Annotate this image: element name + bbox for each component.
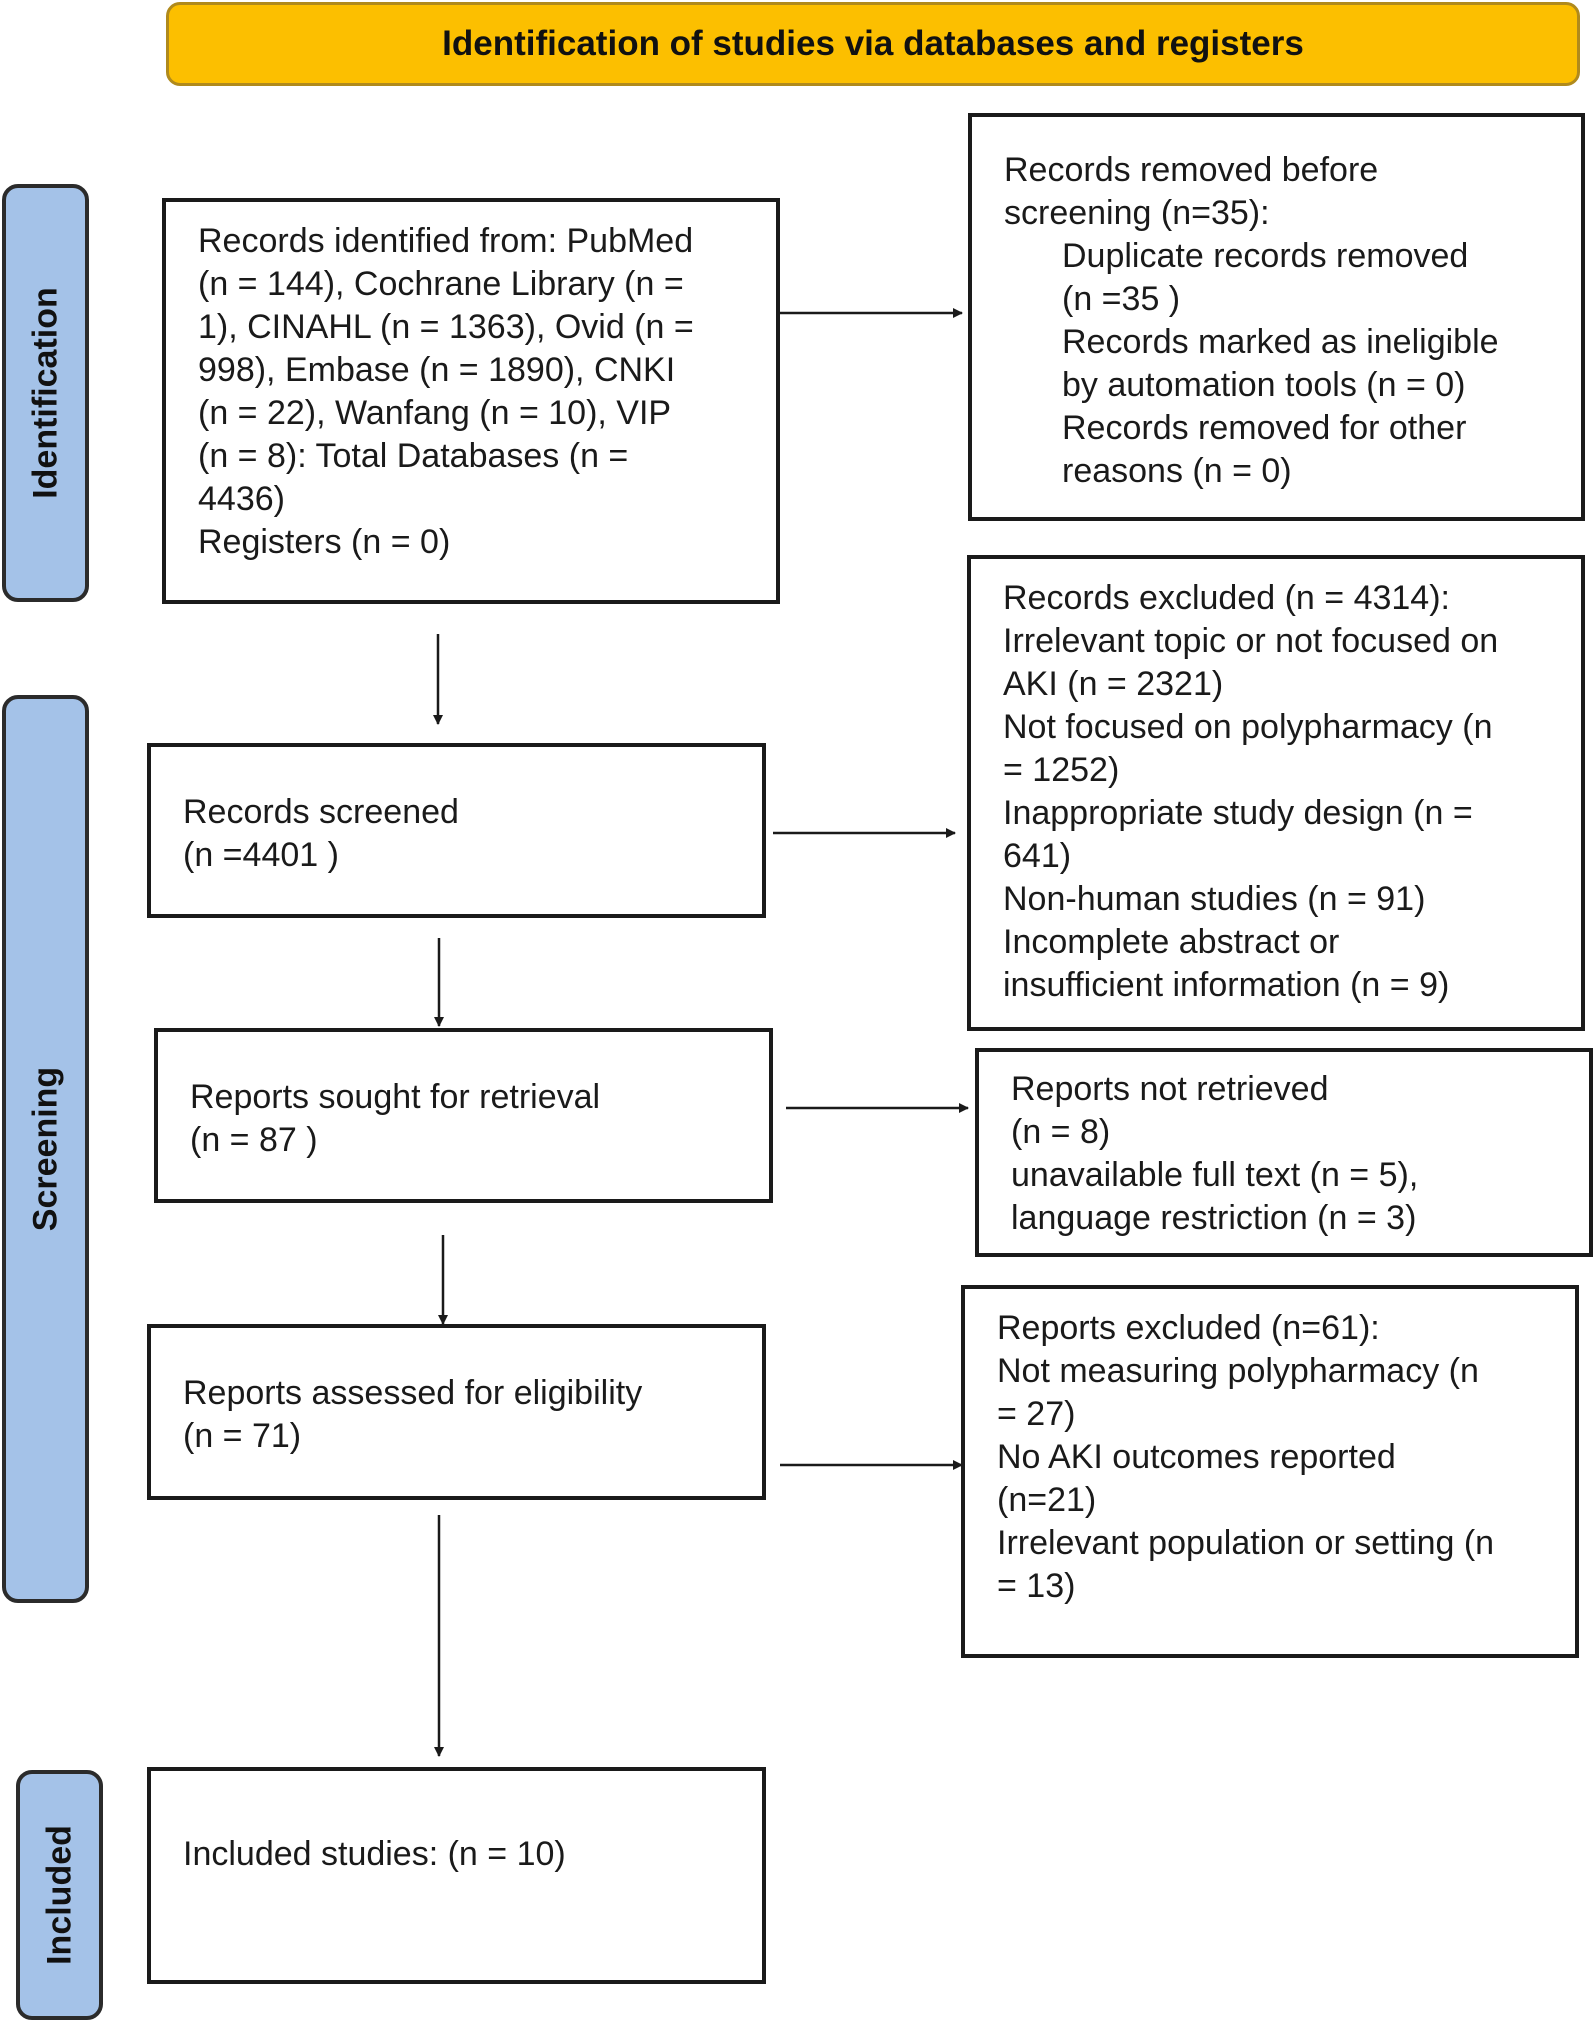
reports-not-retrieved-box: Reports not retrieved (n = 8) unavailabl… xyxy=(975,1048,1593,1257)
phase-identification: Identification xyxy=(2,184,89,602)
records-removed-line: screening (n=35): xyxy=(1004,194,1270,232)
reports-excluded-line: = 27) xyxy=(997,1395,1076,1433)
included-studies-box: Included studies: (n = 10) xyxy=(147,1767,766,1984)
records-excluded-line: insufficient information (n = 9) xyxy=(1003,966,1450,1004)
records-excluded-line: Inappropriate study design (n = xyxy=(1003,794,1473,832)
records-excluded-line: AKI (n = 2321) xyxy=(1003,665,1224,703)
records-excluded-line: Irrelevant topic or not focused on xyxy=(1003,622,1499,660)
reports-excluded-line: Not measuring polypharmacy (n xyxy=(997,1352,1479,1390)
reports-sought-line: Reports sought for retrieval xyxy=(190,1078,601,1116)
records-removed-line: reasons (n = 0) xyxy=(1062,452,1292,490)
reports-not-retrieved-line: Reports not retrieved xyxy=(1011,1070,1329,1108)
reports-sought-box: Reports sought for retrieval (n = 87 ) xyxy=(154,1028,773,1203)
records-identified-box: Records identified from: PubMed (n = 144… xyxy=(162,198,780,604)
reports-excluded-line: (n=21) xyxy=(997,1481,1097,1519)
reports-not-retrieved-line: language restriction (n = 3) xyxy=(1011,1199,1417,1237)
records-identified-line: Registers (n = 0) xyxy=(198,523,451,561)
records-identified-line: 4436) xyxy=(198,480,285,518)
records-screened-line: (n =4401 ) xyxy=(183,836,339,874)
reports-assessed-line: (n = 71) xyxy=(183,1417,302,1455)
records-removed-line: (n =35 ) xyxy=(1062,280,1181,318)
flow-header: Identification of studies via databases … xyxy=(166,2,1580,86)
records-screened-line: Records screened xyxy=(183,793,459,831)
records-excluded-line: = 1252) xyxy=(1003,751,1120,789)
reports-not-retrieved-line: (n = 8) xyxy=(1011,1113,1111,1151)
reports-sought-line: (n = 87 ) xyxy=(190,1121,318,1159)
included-studies-line: Included studies: (n = 10) xyxy=(183,1835,566,1873)
reports-excluded-line: Reports excluded (n=61): xyxy=(997,1309,1380,1347)
records-excluded-line: 641) xyxy=(1003,837,1072,875)
records-identified-line: (n = 144), Cochrane Library (n = xyxy=(198,265,684,303)
reports-assessed-box: Reports assessed for eligibility (n = 71… xyxy=(147,1324,766,1500)
records-screened-box: Records screened (n =4401 ) xyxy=(147,743,766,918)
reports-excluded-box: Reports excluded (n=61): Not measuring p… xyxy=(961,1285,1579,1658)
records-excluded-line: Records excluded (n = 4314): xyxy=(1003,579,1450,617)
records-identified-line: 1), CINAHL (n = 1363), Ovid (n = xyxy=(198,308,694,346)
reports-excluded-line: No AKI outcomes reported xyxy=(997,1438,1396,1476)
records-removed-line: Records removed for other xyxy=(1062,409,1467,447)
records-removed-line: Duplicate records removed xyxy=(1062,237,1469,275)
records-identified-line: (n = 22), Wanfang (n = 10), VIP xyxy=(198,394,672,432)
phase-included: Included xyxy=(16,1770,103,2020)
phase-screening: Screening xyxy=(2,695,89,1603)
records-removed-box: Records removed before screening (n=35):… xyxy=(968,113,1585,521)
records-excluded-line: Not focused on polypharmacy (n xyxy=(1003,708,1493,746)
records-identified-line: Records identified from: PubMed xyxy=(198,222,694,260)
records-excluded-line: Incomplete abstract or xyxy=(1003,923,1340,961)
records-excluded-line: Non-human studies (n = 91) xyxy=(1003,880,1426,918)
reports-excluded-line: = 13) xyxy=(997,1567,1076,1605)
reports-assessed-line: Reports assessed for eligibility xyxy=(183,1374,643,1412)
flow-header-title: Identification of studies via databases … xyxy=(442,24,1304,63)
reports-excluded-line: Irrelevant population or setting (n xyxy=(997,1524,1495,1562)
records-identified-line: (n = 8): Total Databases (n = xyxy=(198,437,629,475)
records-excluded-box: Records excluded (n = 4314): Irrelevant … xyxy=(967,555,1585,1031)
records-removed-line: Records marked as ineligible xyxy=(1062,323,1499,361)
records-removed-line: by automation tools (n = 0) xyxy=(1062,366,1466,404)
records-removed-line: Records removed before xyxy=(1004,151,1379,189)
records-identified-line: 998), Embase (n = 1890), CNKI xyxy=(198,351,676,389)
reports-not-retrieved-line: unavailable full text (n = 5), xyxy=(1011,1156,1419,1194)
